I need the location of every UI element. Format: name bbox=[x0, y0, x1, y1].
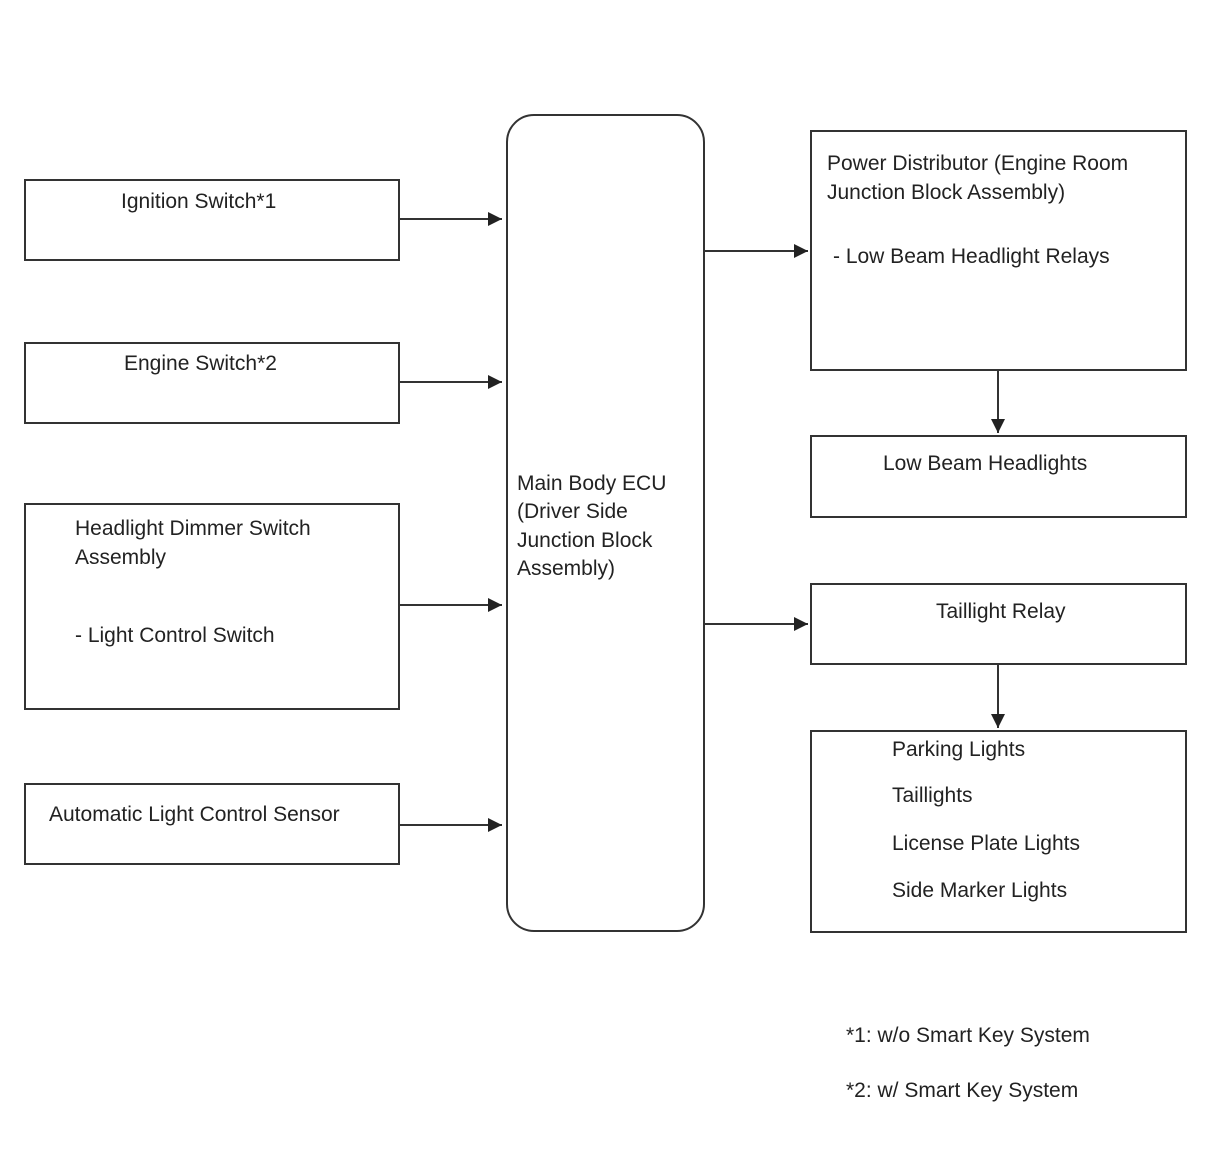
ecu-label-line1: Main Body ECU bbox=[517, 472, 667, 495]
taillight-relay-label: Taillight Relay bbox=[936, 600, 1066, 623]
light-control-sensor-box: Automatic Light Control Sensor bbox=[24, 783, 400, 865]
dimmer-switch-sub-item: - Light Control Switch bbox=[75, 624, 275, 647]
low-beam-headlights-box: Low Beam Headlights bbox=[810, 435, 1187, 518]
ignition-switch-box: Ignition Switch*1 bbox=[24, 179, 400, 261]
power-distributor-sub-item: - Low Beam Headlight Relays bbox=[833, 245, 1110, 268]
ecu-label-line4: Assembly) bbox=[517, 557, 616, 580]
light-control-sensor-label: Automatic Light Control Sensor bbox=[49, 803, 340, 826]
lights-group-item: License Plate Lights bbox=[892, 832, 1080, 855]
power-distributor-title-line2: Junction Block Assembly) bbox=[827, 181, 1066, 204]
taillight-relay-box: Taillight Relay bbox=[810, 583, 1187, 665]
engine-switch-label: Engine Switch*2 bbox=[124, 352, 277, 375]
power-distributor-title-line1: Power Distributor (Engine Room bbox=[827, 152, 1129, 175]
dimmer-switch-title-line2: Assembly bbox=[75, 546, 167, 569]
power-distributor-box: Power Distributor (Engine Room Junction … bbox=[810, 130, 1187, 371]
headlight-dimmer-switch-box: Headlight Dimmer Switch Assembly - Light… bbox=[24, 503, 400, 710]
lights-group-item: Parking Lights bbox=[892, 738, 1026, 761]
lights-group-item: Taillights bbox=[892, 784, 973, 807]
ignition-switch-label: Ignition Switch*1 bbox=[121, 190, 277, 213]
footnote-2: *2: w/ Smart Key System bbox=[846, 1079, 1079, 1102]
engine-switch-box: Engine Switch*2 bbox=[24, 342, 400, 424]
lights-group-box: Parking Lights Taillights License Plate … bbox=[810, 730, 1187, 933]
lights-group-item: Side Marker Lights bbox=[892, 879, 1068, 902]
main-body-ecu-box: Main Body ECU (Driver Side Junction Bloc… bbox=[506, 114, 705, 932]
ecu-label-line3: Junction Block bbox=[517, 529, 653, 552]
ecu-label-line2: (Driver Side bbox=[517, 500, 628, 523]
dimmer-switch-title-line1: Headlight Dimmer Switch bbox=[75, 517, 311, 540]
footnote-1: *1: w/o Smart Key System bbox=[846, 1024, 1090, 1047]
low-beam-headlights-label: Low Beam Headlights bbox=[883, 452, 1088, 475]
